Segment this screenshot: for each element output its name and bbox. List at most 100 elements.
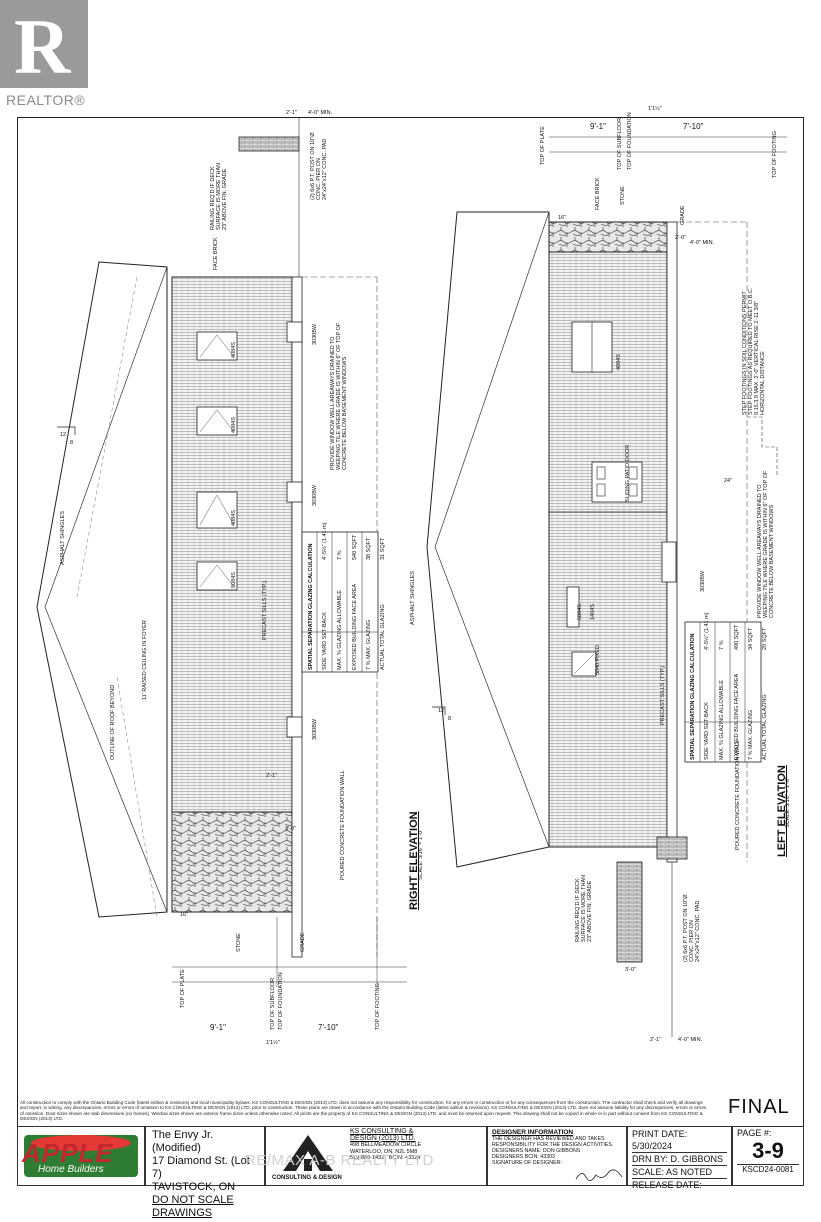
left-railing-note: RAILING REQ'D IF DECK SURFACE IS MORE TH… xyxy=(575,874,593,942)
right-top-of-footing: TOP OF FOOTING xyxy=(375,983,381,1030)
right-top-of-plate: TOP OF PLATE xyxy=(180,969,186,1008)
left-door-label: SLIDING PATIO DOOR xyxy=(625,444,631,502)
left-glazing-row-value: 490 SQFT xyxy=(734,624,740,650)
left-glazing-row-value: 4'-5½" (1.41 m) xyxy=(704,612,710,650)
do-not-scale: DO NOT SCALE DRAWINGS xyxy=(152,1194,234,1219)
right-roof-label: ASPHALT SHINGLES xyxy=(60,511,66,565)
ks-consulting-cell: CONSULTING & DESIGN KS CONSULTING & DESI… xyxy=(265,1126,487,1186)
project-name: The Envy Jr. (Modified) xyxy=(152,1129,214,1154)
listing-watermark: RE/MAX A-B REALTY LTD xyxy=(245,1152,434,1169)
right-grade-label: GRADE xyxy=(300,932,306,952)
left-dim-right: 7'-10" xyxy=(683,122,704,131)
right-glazing-row-label: EXPOSED BUILDING FACE AREA xyxy=(352,583,358,670)
right-glazing-row-label: ACTUAL TOTAL GLAZING xyxy=(380,604,386,670)
print-date: PRINT DATE: 5/30/2024 xyxy=(632,1128,727,1153)
right-glazing-row-value: 31 SQFT xyxy=(380,537,386,560)
right-stone-label: STONE xyxy=(236,933,242,952)
right-raised-ceiling: 11' RAISED CEILING IN FOYER xyxy=(142,620,148,700)
left-pitch-run: 8 xyxy=(448,716,452,722)
right-glazing-row-value: 4'-5½" (1.41 m) xyxy=(322,522,328,560)
right-basement-window-3: 3030BW xyxy=(312,718,318,740)
left-dim-2-0: 2'-0" xyxy=(675,235,686,241)
left-window-3: 1404S xyxy=(590,604,596,620)
left-window-4: 3040 FIXED xyxy=(595,645,601,675)
left-grade-label: GRADE xyxy=(680,205,686,225)
ks-line-4: WATERLOO, ON. N2L 5M8 xyxy=(350,1148,418,1155)
final-label: FINAL xyxy=(728,1096,790,1118)
right-top-of-foundation: TOP OF FOUNDATION xyxy=(278,972,284,1030)
left-dim-small: 1'1½" xyxy=(648,106,662,112)
left-footing-note: STEP FOOTINGS IN SOIL CONDITIONS PERMIT … xyxy=(742,287,766,415)
designer-line: DESIGNERS BCIN: 43303 xyxy=(492,1154,555,1160)
right-deck-dim-a: 2'-1" xyxy=(286,110,297,116)
left-pitch: 12 xyxy=(438,708,445,714)
right-face-brick: FACE BRICK xyxy=(213,237,219,270)
realtor-label: REALTOR® xyxy=(6,92,86,108)
ks-phone: 519-880-1432 xyxy=(350,1155,385,1161)
right-deck-dim-b: 4'-0" MIN. xyxy=(308,110,333,116)
left-deck-dim-b: 4'-0" MIN. xyxy=(678,1037,703,1043)
right-elevation-drawing xyxy=(36,117,407,987)
left-post-note: (2) 6x6 P.T. POST ON 10"Ø CONC. PIER ON … xyxy=(683,894,701,962)
left-glazing-row-label: MAX. % GLAZING ALLOWABLE xyxy=(719,680,725,760)
realtor-logo: R xyxy=(0,0,88,88)
left-glazing-row-label: ACTUAL TOTAL GLAZING xyxy=(762,694,768,760)
realtor-r-glyph: R xyxy=(14,3,71,90)
left-dim-left: 9'-1" xyxy=(590,122,606,131)
right-foundation-label: POURED CONCRETE FOUNDATION WALL xyxy=(340,770,346,880)
designer-signature xyxy=(575,1169,623,1181)
right-post-note: (2) 6x6 P.T. POST ON 10"Ø CONC. PIER ON … xyxy=(310,132,328,200)
right-top-of-subfloor: TOP OF SUBFLOOR xyxy=(270,977,276,1030)
right-railing-note: RAILING REQ'D IF DECK SURFACE IS MORE TH… xyxy=(210,162,228,230)
right-basement-window-1: 3030BW xyxy=(312,323,318,345)
left-glazing-row-label: EXPOSED BUILDING FACE AREA xyxy=(734,673,740,760)
right-glazing-row-label: 7 % MAX. GLAZING xyxy=(366,619,372,670)
left-stone-label: STONE xyxy=(620,186,626,205)
right-pitch-run: 8 xyxy=(70,440,74,446)
ks-bcin: BCIN: 43324 xyxy=(388,1155,421,1161)
page-label: PAGE #: xyxy=(737,1128,772,1138)
ks-line-1: KS CONSULTING & xyxy=(350,1128,414,1135)
left-elevation-scale: SCALE: 3/16" = 1'-0" xyxy=(785,777,791,828)
designer-heading: DESIGNER INFORMATION xyxy=(492,1129,574,1136)
right-basement-window-2: 3030BW xyxy=(312,484,318,506)
ks-line-3: 498 BELLMEADOW CIRCLE xyxy=(350,1142,422,1148)
right-window-2: 4084S xyxy=(231,417,237,433)
left-top-of-subfloor: TOP OF SUBFLOOR xyxy=(617,117,623,170)
left-glazing-row-label: SIDE YARD SET-BACK xyxy=(704,702,710,760)
left-dim-4-min: 4'-0" MIN. xyxy=(690,240,715,246)
right-dim-small: 1'1½" xyxy=(266,1040,280,1046)
right-glazing-row-label: MAX. % GLAZING ALLOWABLE xyxy=(337,590,343,670)
left-window-1: 4084S xyxy=(616,354,622,370)
right-window-4: 5084S xyxy=(231,572,237,588)
designer-line: THE DESIGNER HAS REVIEWED AND TAKES xyxy=(492,1136,605,1142)
left-dim-3-0: 3'-0" xyxy=(625,967,636,973)
designer-line: DESIGNERS NAME: DON GIBBONS xyxy=(492,1148,581,1154)
left-glazing-row-value: 7 % xyxy=(719,640,725,650)
right-window-3: 4084S xyxy=(231,510,237,526)
apple-logo-icon xyxy=(24,1135,138,1177)
drawn-by: DRN BY: D. GIBBONS xyxy=(632,1153,727,1166)
left-window-2: 5084S xyxy=(577,604,583,620)
right-window-well-note: PROVIDE WINDOW WELL AREAWAYS DRAINED TO … xyxy=(330,322,348,470)
right-outline-roof: OUTLINE OF ROOF BEYOND xyxy=(110,684,116,760)
right-dim-2-1: 2'-1" xyxy=(266,773,277,779)
right-glazing-title: SPATIAL SEPARATION GLAZING CALCULATION xyxy=(308,543,314,671)
designer-cell: DESIGNER INFORMATION THE DESIGNER HAS RE… xyxy=(487,1126,627,1186)
left-precast-sills: PRECAST SILLS (TYP.) xyxy=(660,665,666,725)
left-top-of-footing: TOP OF FOOTING xyxy=(772,131,778,178)
left-glazing-row-value: 20 SQFT xyxy=(762,627,768,650)
job-number: KSCD24-0081 xyxy=(737,1164,799,1174)
release-date: RELEASE DATE: xyxy=(632,1180,702,1190)
apple-logo-cell xyxy=(17,1126,145,1186)
left-face-brick: FACE BRICK xyxy=(595,177,601,210)
designer-line: RESPONSIBILITY FOR THE DESIGN ACTIVITIES… xyxy=(492,1142,614,1148)
left-top-of-foundation: TOP OF FOUNDATION xyxy=(627,112,633,170)
apple-logo-word: APPLE xyxy=(22,1138,114,1168)
page-number: 3-9 xyxy=(752,1138,784,1163)
left-glazing-title: SPATIAL SEPARATION GLAZING CALCULATION xyxy=(690,633,696,761)
left-elevation-drawing xyxy=(426,136,787,1037)
right-window-1: 4084S xyxy=(231,342,237,358)
project-city: TAVISTOCK, ON xyxy=(152,1181,236,1193)
project-address: 17 Diamond St. (Lot 7) xyxy=(152,1155,250,1180)
